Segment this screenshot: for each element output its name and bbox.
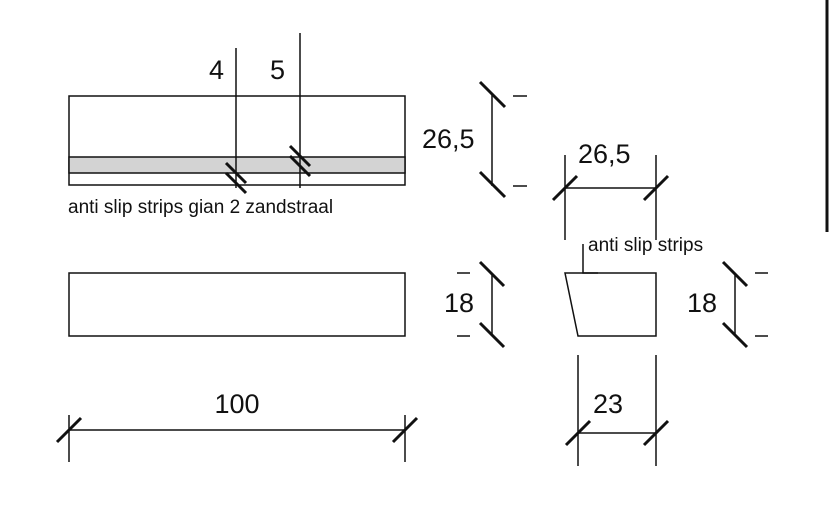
section-strip-note: anti slip strips — [588, 235, 703, 256]
tick — [55, 416, 83, 444]
width-dim-label: 26,5 — [578, 139, 631, 169]
tick — [288, 144, 312, 168]
label-5: 5 — [270, 55, 285, 85]
length-dim-label: 100 — [214, 389, 259, 419]
strip-note: anti slip strips gian 2 zandstraal — [68, 197, 333, 218]
step-profile — [564, 272, 657, 337]
tick — [224, 171, 248, 195]
tick — [551, 174, 579, 202]
section-view: 26,5 anti slip strips 18 18 23 — [444, 139, 768, 466]
tick — [478, 321, 506, 349]
tick — [721, 260, 749, 288]
tick — [642, 174, 670, 202]
tick — [391, 416, 419, 444]
anti-slip-strip — [68, 156, 406, 174]
left-height-label: 18 — [444, 288, 474, 318]
tick — [564, 419, 592, 447]
tick — [288, 154, 312, 178]
tick — [478, 260, 506, 288]
top-view: 4 5 anti slip strips gian 2 zandstraal 2… — [68, 33, 527, 218]
step-front-outline — [68, 272, 406, 337]
front-view: 100 — [55, 272, 419, 462]
tick — [224, 161, 248, 185]
label-4: 4 — [209, 55, 224, 85]
tick — [721, 321, 749, 349]
right-height-label: 18 — [687, 288, 717, 318]
tick — [478, 80, 507, 109]
bottom-width-label: 23 — [593, 389, 623, 419]
tick — [478, 170, 507, 199]
tick — [642, 419, 670, 447]
height-dim-label: 26,5 — [422, 124, 475, 154]
